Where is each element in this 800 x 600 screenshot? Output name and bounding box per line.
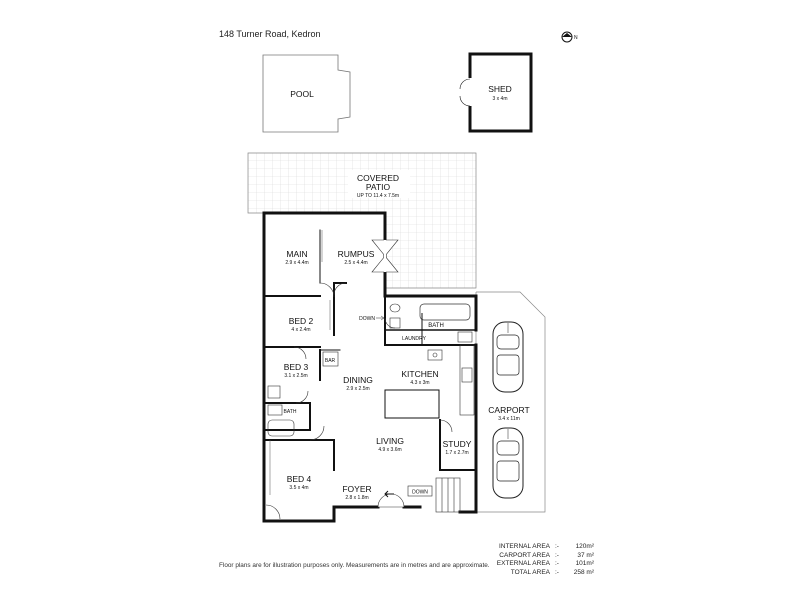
- shed-label: SHED: [488, 84, 512, 94]
- area-row: EXTERNAL AREA :- 101m²: [478, 560, 594, 569]
- living-label: LIVING: [376, 436, 404, 446]
- rumpus-dims: 2.5 x 4.4m: [344, 260, 367, 266]
- carport-dims: 3.4 x 11m: [498, 416, 520, 422]
- area-row: TOTAL AREA :- 258 m²: [478, 569, 594, 578]
- shed-dims: 3 x 4m: [492, 96, 507, 102]
- carport-label: CARPORT: [488, 405, 529, 415]
- shed: SHED 3 x 4m: [459, 52, 533, 133]
- car-icon: [492, 321, 524, 393]
- bath-lower-label: BATH: [284, 409, 297, 415]
- disclaimer-text: Floor plans are for illustration purpose…: [219, 562, 490, 569]
- kitchen-label: KITCHEN: [401, 369, 438, 379]
- arrow-right-icon: [376, 315, 385, 321]
- patio-label-2: PATIO: [366, 182, 391, 192]
- bath-lower: BATH: [267, 385, 297, 437]
- room-labels: MAIN 2.9 x 4.4m RUMPUS 2.5 x 4.4m BED 2 …: [284, 249, 472, 501]
- car-icon: [492, 427, 524, 499]
- area-separator: :-: [555, 568, 559, 576]
- study-label: STUDY: [443, 439, 472, 449]
- foyer-dims: 2.8 x 1.8m: [345, 495, 368, 501]
- pool-label: POOL: [290, 89, 314, 99]
- area-separator: :-: [555, 560, 559, 568]
- dining-label: DINING: [343, 375, 373, 385]
- north-arrow-icon: N: [561, 31, 578, 43]
- north-letter: N: [574, 35, 578, 41]
- wardrobes: [269, 230, 331, 495]
- bath-upper: BATH LAUNDRY: [385, 303, 476, 345]
- bed2-dims: 4 x 2.4m: [291, 327, 310, 333]
- stairs: [407, 477, 461, 513]
- front-door: [377, 490, 405, 508]
- main-dims: 2.9 x 4.4m: [285, 260, 308, 266]
- property-address: 148 Turner Road, Kedron: [219, 29, 321, 39]
- bed4-dims: 3.5 x 4m: [289, 485, 308, 491]
- patio-label-1: COVERED: [357, 173, 399, 183]
- down-stairs-label: DOWN: [412, 490, 428, 496]
- kitchen-fixtures: [384, 344, 475, 419]
- bed4-label: BED 4: [287, 474, 312, 484]
- living-dims: 4.9 x 3.6m: [378, 447, 401, 453]
- rumpus-bifold-door: [371, 239, 399, 273]
- area-value: 258 m²: [573, 568, 594, 576]
- covered-patio: COVERED PATIO UP TO 11.4 x 7.5m: [247, 152, 477, 289]
- area-name: CARPORT AREA: [499, 551, 550, 559]
- area-value: 37 m²: [577, 551, 594, 559]
- rumpus-label: RUMPUS: [338, 249, 375, 259]
- pool: POOL: [262, 54, 351, 133]
- bar-label: BAR: [325, 358, 336, 364]
- arrow-left-icon: [384, 490, 394, 498]
- laundry-label: LAUNDRY: [402, 336, 426, 342]
- area-row: INTERNAL AREA :- 120m²: [478, 543, 594, 552]
- area-value: 120m²: [575, 543, 594, 550]
- dining-dims: 2.9 x 2.5m: [346, 386, 369, 392]
- bath-upper-label: BATH: [428, 323, 444, 329]
- bed2-label: BED 2: [289, 316, 314, 326]
- area-name: TOTAL AREA: [510, 568, 550, 576]
- area-separator: :-: [555, 543, 559, 550]
- house-walls: [262, 211, 478, 523]
- main-label: MAIN: [286, 249, 307, 259]
- area-value: 101m²: [575, 560, 594, 568]
- foyer-label: FOYER: [342, 484, 371, 494]
- study-dims: 1.7 x 2.7m: [445, 450, 468, 456]
- kitchen-dims: 4.3 x 3m: [410, 380, 429, 386]
- door-swings: [265, 282, 453, 520]
- area-name: INTERNAL AREA: [498, 543, 550, 550]
- bar-counter: [322, 351, 339, 367]
- area-summary: INTERNAL AREA :- 120m² CARPORT AREA :- 3…: [478, 543, 594, 577]
- area-row: CARPORT AREA :- 37 m²: [478, 552, 594, 561]
- area-name: EXTERNAL AREA: [496, 560, 550, 568]
- area-separator: :-: [555, 551, 559, 559]
- bed3-dims: 3.1 x 2.5m: [284, 373, 307, 379]
- patio-dims: UP TO 11.4 x 7.5m: [357, 193, 399, 199]
- down-small-label: DOWN: [359, 316, 375, 322]
- bed3-label: BED 3: [284, 362, 309, 372]
